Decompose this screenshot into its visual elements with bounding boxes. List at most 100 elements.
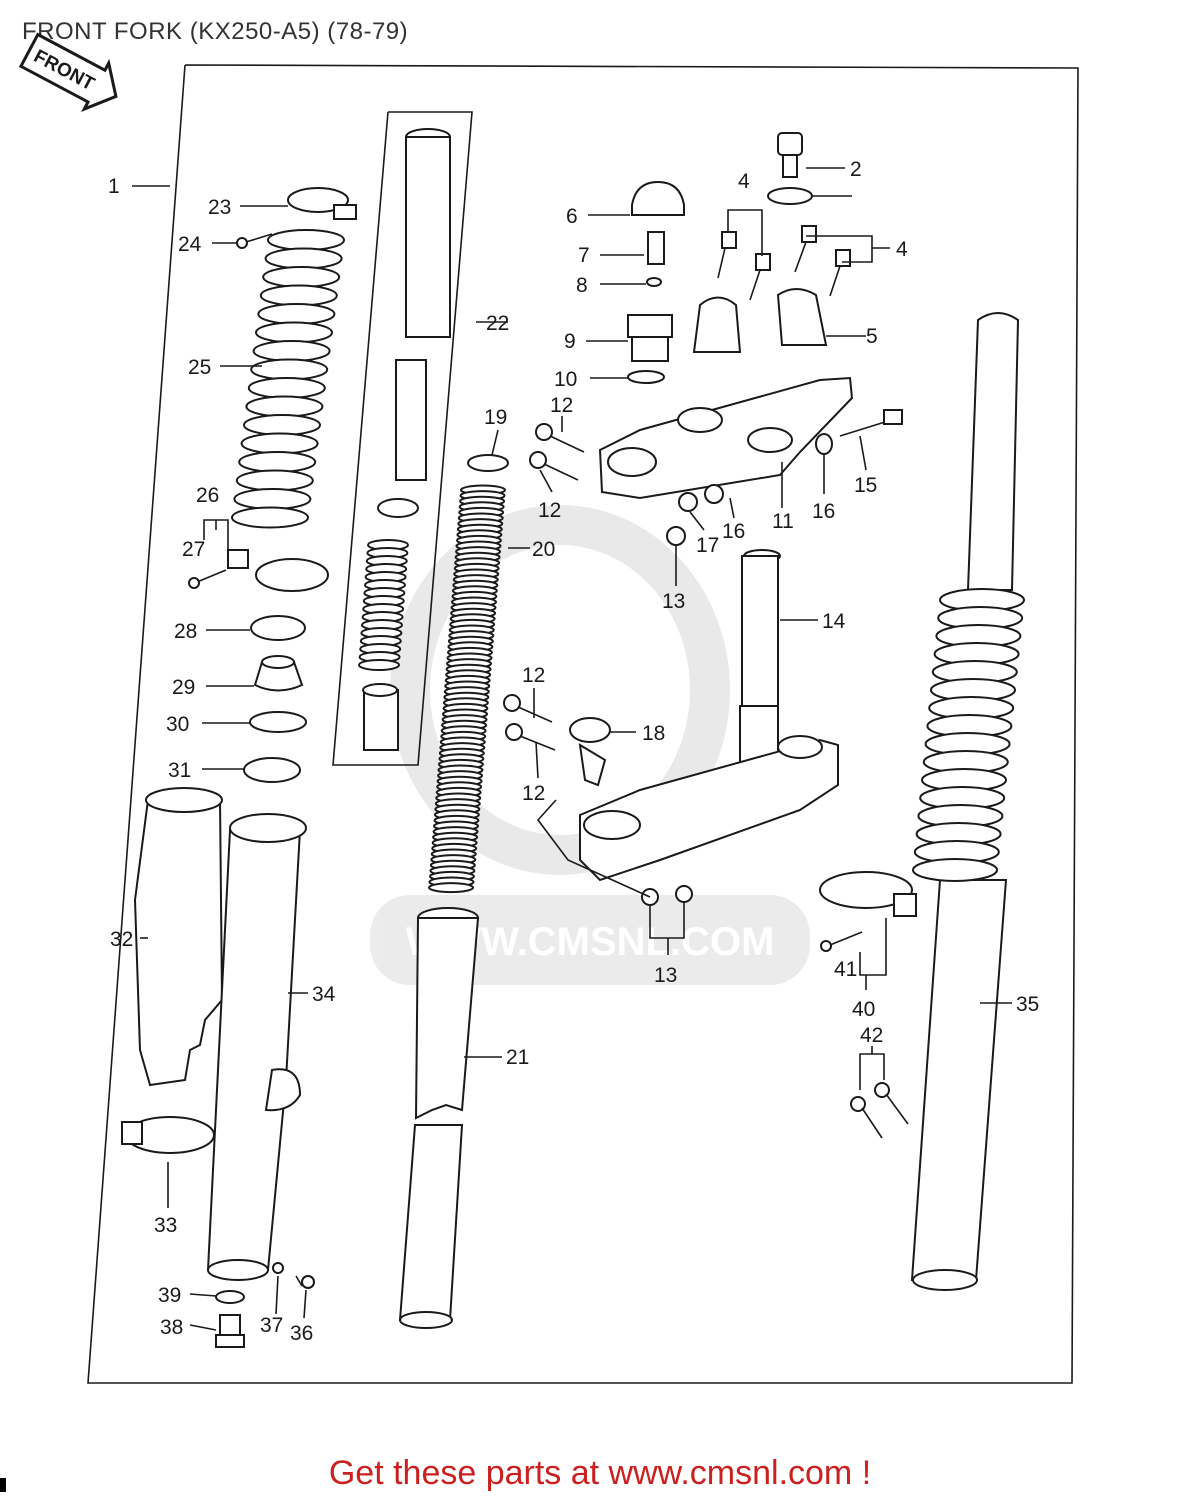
bolts-part-42 xyxy=(850,1082,909,1139)
callout-9: 9 xyxy=(564,330,576,353)
outer-tube-part-34 xyxy=(206,813,307,1281)
callout-39: 39 xyxy=(158,1284,181,1307)
callout-5: 5 xyxy=(866,325,878,348)
callout-2: 2 xyxy=(850,158,862,181)
oil-seal-part-29 xyxy=(253,655,304,692)
callout-42: 42 xyxy=(860,1024,883,1047)
inner-kit-frame xyxy=(332,111,473,766)
callout-6: 6 xyxy=(566,205,578,228)
boot-fold xyxy=(264,247,343,270)
callout-20: 20 xyxy=(532,538,555,561)
o-ring-part-8 xyxy=(646,277,662,287)
callout-11: 11 xyxy=(772,510,794,533)
callout-27: 27 xyxy=(182,538,205,561)
callout-15: 15 xyxy=(854,474,877,497)
washer-part-16b xyxy=(815,433,833,455)
boot-fold xyxy=(257,303,336,325)
boot-fold xyxy=(259,284,338,307)
spring-coil xyxy=(428,882,475,894)
stem-bracket-part-14 xyxy=(579,549,839,882)
clamp-part-23 xyxy=(287,187,357,220)
bolt-part-38 xyxy=(215,1314,245,1348)
callout-4b: 4 xyxy=(896,238,908,261)
callout-13b: 13 xyxy=(654,964,677,987)
callout-10: 10 xyxy=(554,368,577,391)
fork-leg-boot xyxy=(912,588,1025,882)
callout-19: 19 xyxy=(484,406,507,429)
clamp-part-26 xyxy=(227,549,329,592)
callout-21: 21 xyxy=(506,1046,529,1069)
callout-31: 31 xyxy=(168,759,191,782)
front-arrow-icon: FRONT xyxy=(18,32,118,112)
boot-fold xyxy=(267,229,345,251)
callout-4a: 4 xyxy=(738,170,750,193)
nut-part-17 xyxy=(678,492,698,512)
fork-guard-part-32 xyxy=(133,787,224,1087)
callout-25: 25 xyxy=(188,356,211,379)
nut-part-13-upper xyxy=(666,526,686,546)
callout-37: 37 xyxy=(260,1314,283,1337)
boot-fold xyxy=(247,377,326,399)
washer-part-31 xyxy=(243,757,301,783)
bolts-part-12-upper xyxy=(529,423,585,481)
assembly-frame xyxy=(87,64,1079,1384)
washer-part-16a xyxy=(704,484,724,504)
snap-ring-part-30 xyxy=(249,711,307,733)
boot-fold xyxy=(255,321,333,344)
handlebar-holder-part-5 xyxy=(692,288,828,353)
callout-16a: 16 xyxy=(722,520,745,543)
callout-16b: 16 xyxy=(812,500,835,523)
callout-12c: 12 xyxy=(522,664,545,687)
callout-36: 36 xyxy=(290,1322,313,1345)
callout-1: 1 xyxy=(108,175,120,198)
callout-24: 24 xyxy=(178,233,202,256)
callout-12d: 12 xyxy=(522,782,545,805)
spring-seat-part-19 xyxy=(467,454,509,472)
callout-34: 34 xyxy=(312,983,336,1006)
cap-bolt-part-9 xyxy=(627,314,673,362)
callout-40: 40 xyxy=(852,998,875,1021)
bolt-part-36 xyxy=(295,1275,315,1289)
callout-18: 18 xyxy=(642,722,665,745)
clamp-part-40 xyxy=(819,871,917,917)
nut-part-13-lower-b xyxy=(675,885,693,903)
callout-8: 8 xyxy=(576,274,588,297)
leader-lines xyxy=(132,167,1012,1331)
bolts-part-4 xyxy=(717,225,851,301)
fork-leg-part-35 xyxy=(910,312,1020,1291)
boot-fold xyxy=(233,488,312,510)
boot-fold xyxy=(243,414,321,436)
callout-38: 38 xyxy=(160,1316,183,1339)
boot-fold xyxy=(240,432,319,455)
cable-guide-part-18 xyxy=(569,717,611,787)
callout-33: 33 xyxy=(154,1214,177,1237)
callout-17: 17 xyxy=(696,534,719,557)
screw-part-27 xyxy=(188,569,227,589)
fork-boot-part-25 xyxy=(231,229,345,529)
callout-12a: 12 xyxy=(550,394,573,417)
boot-fold xyxy=(912,858,998,882)
callout-23: 23 xyxy=(208,196,231,219)
callout-7: 7 xyxy=(578,244,590,267)
footer-link[interactable]: Get these parts at www.cmsnl.com ! xyxy=(328,1454,872,1492)
o-ring-part-10 xyxy=(627,370,665,384)
screw-part-41 xyxy=(820,931,863,952)
fork-spring-part-20 xyxy=(428,484,506,894)
callout-22: 22 xyxy=(486,312,509,335)
callout-14: 14 xyxy=(822,610,846,633)
corner-mark xyxy=(0,1478,6,1492)
valve-part-7 xyxy=(647,231,665,265)
washer-part-37 xyxy=(272,1262,284,1274)
upper-bracket-part-11 xyxy=(598,376,854,500)
boot-fold xyxy=(250,358,329,381)
bolts-part-12-lower xyxy=(503,694,556,751)
bolt-part-15 xyxy=(839,409,903,437)
callout-30: 30 xyxy=(166,713,189,736)
spring-coil xyxy=(358,659,400,671)
boot-fold xyxy=(252,340,331,362)
callout-13a: 13 xyxy=(662,590,685,613)
screw-part-24 xyxy=(236,233,273,249)
callout-29: 29 xyxy=(172,676,195,699)
callout-labels: 1 2 4 4 5 6 7 8 9 10 11 12 12 12 12 13 1… xyxy=(108,158,1039,1345)
